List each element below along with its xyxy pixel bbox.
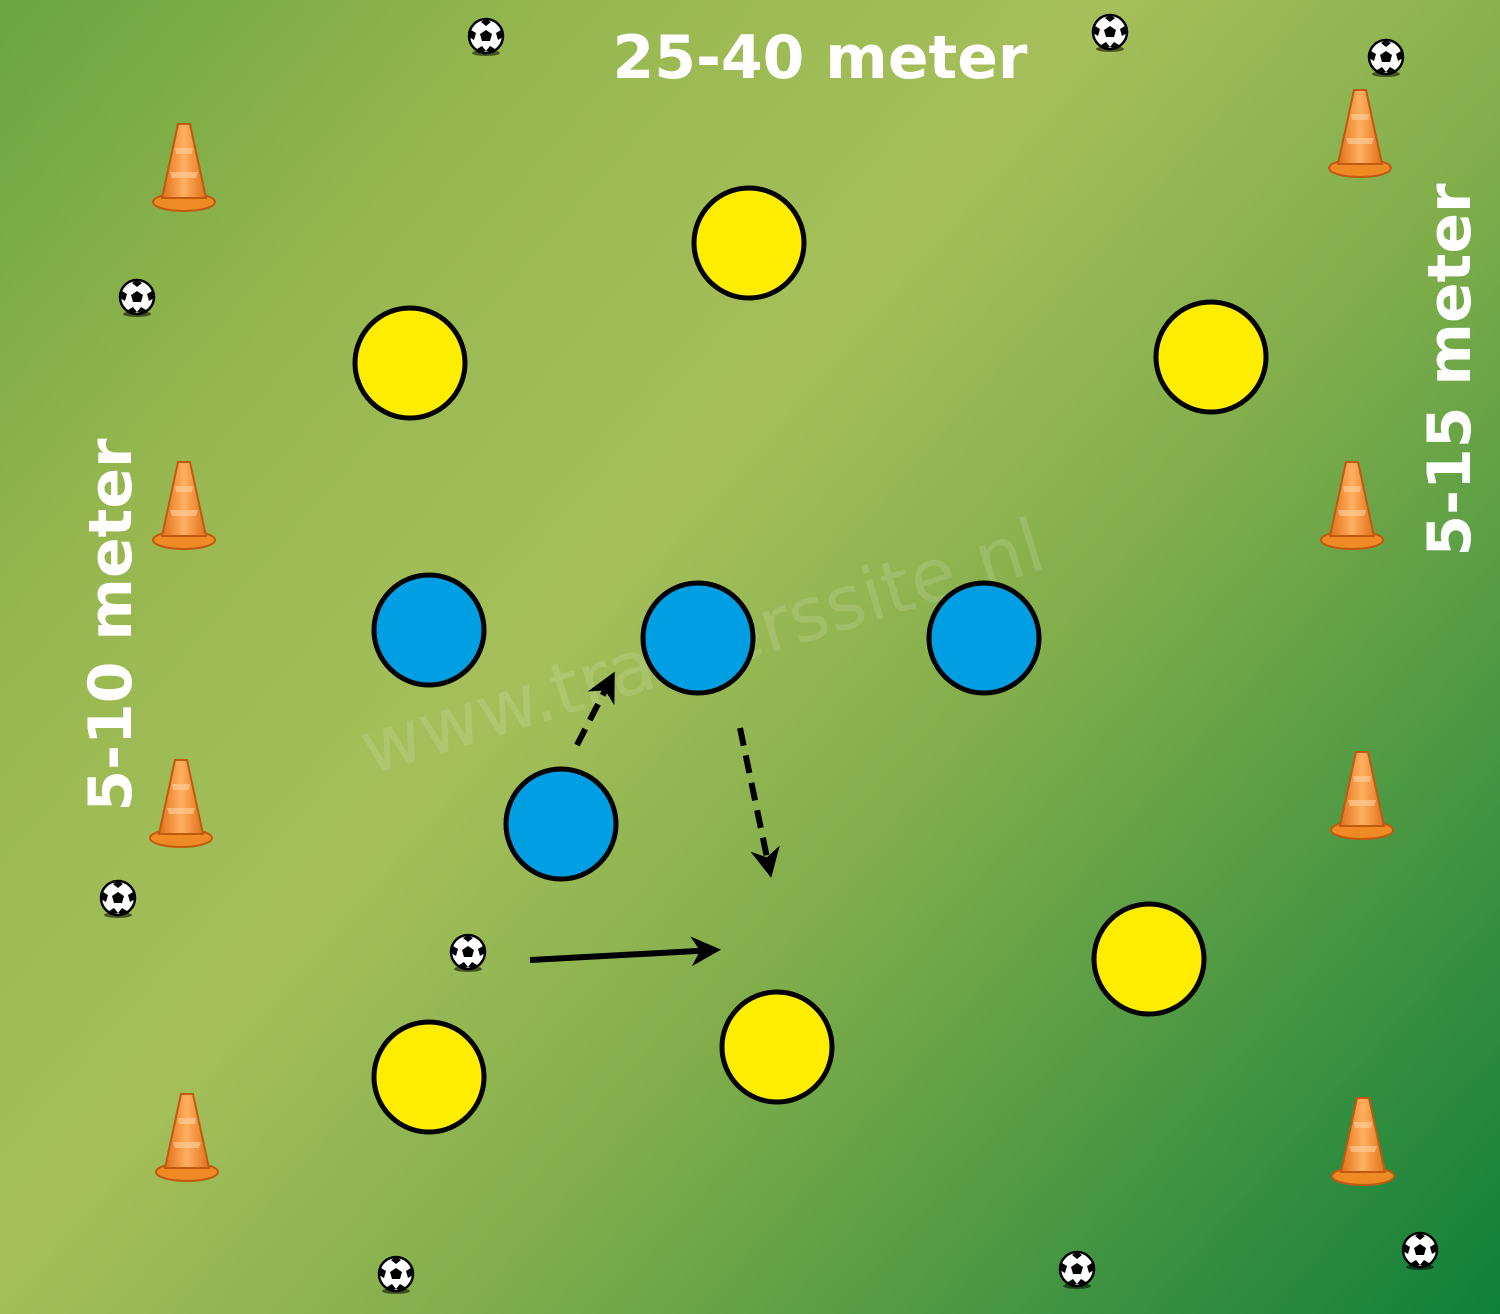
yellow-player-1	[691, 185, 807, 301]
yellow-player-9	[371, 1019, 487, 1135]
left-height-label: 5-10 meter	[76, 438, 146, 812]
blue-player-4	[371, 572, 487, 688]
run-arrow-to-blue	[574, 671, 615, 747]
pass-arrow	[529, 936, 721, 967]
player-group	[352, 185, 1269, 1135]
yellow-player-10	[719, 989, 835, 1105]
blue-player-7	[503, 766, 619, 882]
yellow-player-8	[1091, 901, 1207, 1017]
yellow-player-2	[352, 305, 468, 421]
yellow-player-3	[1153, 299, 1269, 415]
width-label: 25-40 meter	[613, 23, 1028, 93]
blue-player-5	[640, 580, 756, 696]
blue-player-6	[926, 580, 1042, 696]
run-arrow-down	[737, 727, 780, 878]
right-height-label: 5-15 meter	[1415, 183, 1485, 557]
